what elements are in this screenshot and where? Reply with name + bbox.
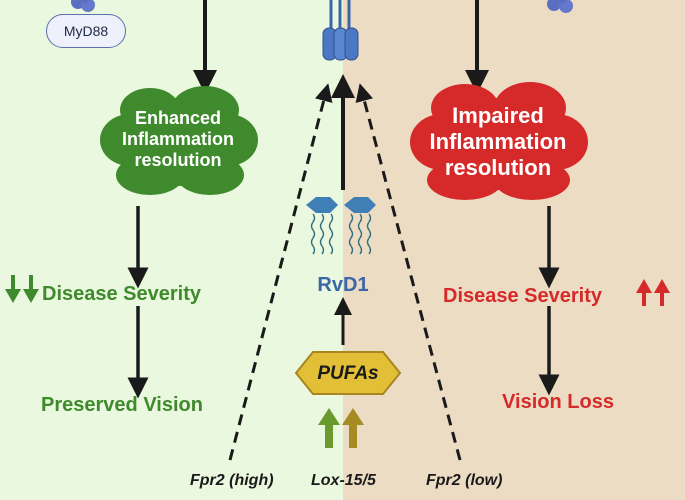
impaired-resolution-cloud (410, 82, 588, 200)
lox-label: Lox-15/5 (311, 472, 376, 489)
impaired-resolution-label: Impaired Inflammation resolution (429, 103, 567, 180)
rvd1-lipid-icon (306, 197, 376, 255)
decrease-arrows-icon (5, 275, 39, 303)
enhanced-resolution-cloud (100, 86, 258, 195)
enhanced-resolution-label: Enhanced Inflammation resolution (121, 108, 235, 171)
vision-loss-label: Vision Loss (502, 391, 614, 413)
pufas-label: PUFAs (317, 363, 379, 384)
dashed-arrow-fpr2-low (355, 83, 462, 461)
right-disease-severity: Disease Severity (443, 285, 603, 307)
pufas-hexagon (294, 351, 402, 395)
dashed-arrow-fpr2-high (228, 83, 333, 461)
right-panel-background (343, 0, 685, 500)
increase-arrows-icon (636, 279, 670, 306)
lox-increase-arrows-icon (318, 408, 364, 448)
rvd1-label: RvD1 (317, 274, 369, 296)
fpr2-low-label: Fpr2 (low) (426, 472, 503, 489)
left-disease-severity: Disease Severity (42, 283, 202, 305)
myd88-badge: MyD88 (46, 14, 126, 48)
receptor-protein-icon-right (547, 0, 573, 13)
receptor-protein-icon-left (71, 0, 95, 12)
fpr2-high-label: Fpr2 (high) (190, 472, 274, 489)
preserved-vision-label: Preserved Vision (41, 394, 203, 416)
fpr2-receptor-icon (322, 0, 359, 61)
